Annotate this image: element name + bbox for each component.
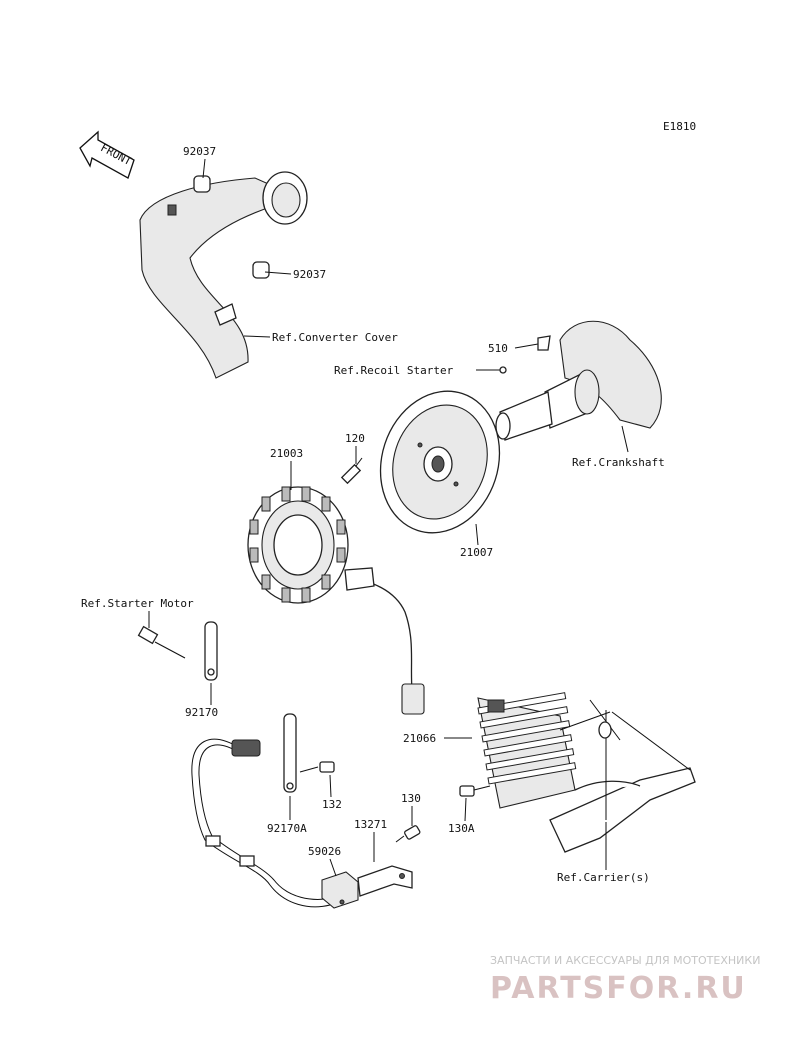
module-59026 bbox=[321, 871, 359, 909]
label-120: 120 bbox=[345, 432, 365, 445]
label-92037-top: 92037 bbox=[183, 145, 216, 158]
wire-harness bbox=[191, 738, 333, 908]
label-ref-converter-cover: Ref.Converter Cover bbox=[272, 331, 398, 344]
flywheel-rotor bbox=[379, 390, 501, 534]
crankshaft bbox=[495, 320, 662, 441]
label-92170: 92170 bbox=[185, 706, 218, 719]
label-ref-starter-motor: Ref.Starter Motor bbox=[81, 597, 194, 610]
label-59026: 59026 bbox=[308, 845, 341, 858]
bolt-130 bbox=[395, 825, 421, 843]
front-arrow-icon: FRONT bbox=[79, 130, 135, 179]
label-510: 510 bbox=[488, 342, 508, 355]
diagram-code: E1810 bbox=[663, 120, 696, 133]
label-130a: 130A bbox=[448, 822, 475, 835]
regulator-rectifier bbox=[477, 692, 577, 809]
converter-cover-duct bbox=[139, 171, 308, 379]
bolt-120 bbox=[340, 457, 363, 485]
label-132: 132 bbox=[322, 798, 342, 811]
label-92170a: 92170A bbox=[267, 822, 307, 835]
label-130: 130 bbox=[401, 792, 421, 805]
lead-92170a bbox=[283, 713, 297, 793]
bracket-13271 bbox=[357, 865, 413, 897]
label-21066: 21066 bbox=[403, 732, 436, 745]
label-21003: 21003 bbox=[270, 447, 303, 460]
label-92037-mid: 92037 bbox=[293, 268, 326, 281]
lead-92170 bbox=[204, 621, 218, 681]
carrier-frame bbox=[549, 699, 696, 853]
watermark-brand: PARTSFOR.RU bbox=[490, 971, 747, 1006]
bolt-132 bbox=[299, 761, 335, 773]
stator bbox=[247, 486, 425, 715]
watermark-tagline: ЗАПЧАСТИ И АКСЕССУАРЫ ДЛЯ МОТОТЕХНИКИ bbox=[490, 954, 760, 967]
label-21007: 21007 bbox=[460, 546, 493, 559]
label-ref-carriers: Ref.Carrier(s) bbox=[557, 871, 650, 884]
starter-lead-bolt bbox=[137, 625, 186, 659]
label-ref-crankshaft: Ref.Crankshaft bbox=[572, 456, 665, 469]
label-13271: 13271 bbox=[354, 818, 387, 831]
label-ref-recoil-starter: Ref.Recoil Starter bbox=[334, 364, 454, 377]
bolt-130a bbox=[459, 785, 491, 797]
